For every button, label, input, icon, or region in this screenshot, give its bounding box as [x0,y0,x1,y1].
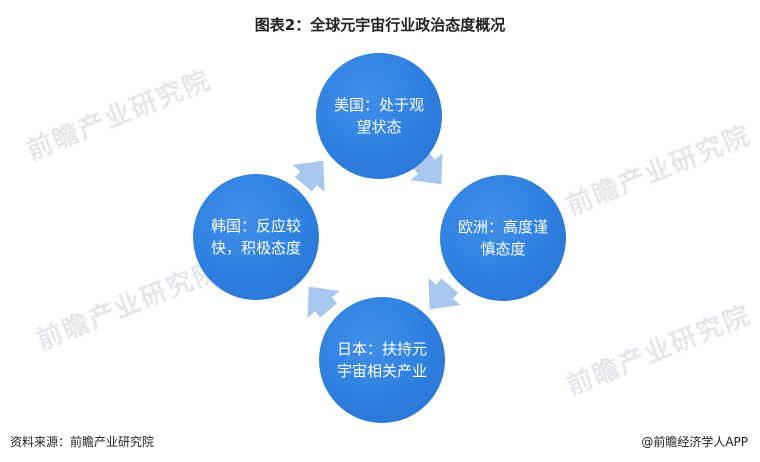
node-korea: 韩国：反应较快，积极态度 [193,174,319,300]
chart-title: 图表2：全球元宇宙行业政治态度概况 [254,16,506,34]
credit-note: @前瞻经济学人APP [641,435,748,449]
node-europe: 欧洲：高度谨慎态度 [440,175,566,301]
arrow-korea-to-usa [292,160,325,192]
arrow-japan-to-korea [307,286,340,318]
node-korea-label: 韩国：反应较快，积极态度 [210,217,301,257]
arrow-usa-to-europe [410,153,443,185]
node-usa: 美国：处于观望状态 [316,53,442,179]
node-japan-label: 日本：扶持元宇宙相关产业 [336,340,427,380]
node-usa-label: 美国：处于观望状态 [333,96,424,136]
source-note: 资料来源：前瞻产业研究院 [10,435,155,449]
arrow-europe-to-japan [428,278,461,310]
node-japan: 日本：扶持元宇宙相关产业 [319,297,445,423]
node-europe-label: 欧洲：高度谨慎态度 [457,218,548,258]
